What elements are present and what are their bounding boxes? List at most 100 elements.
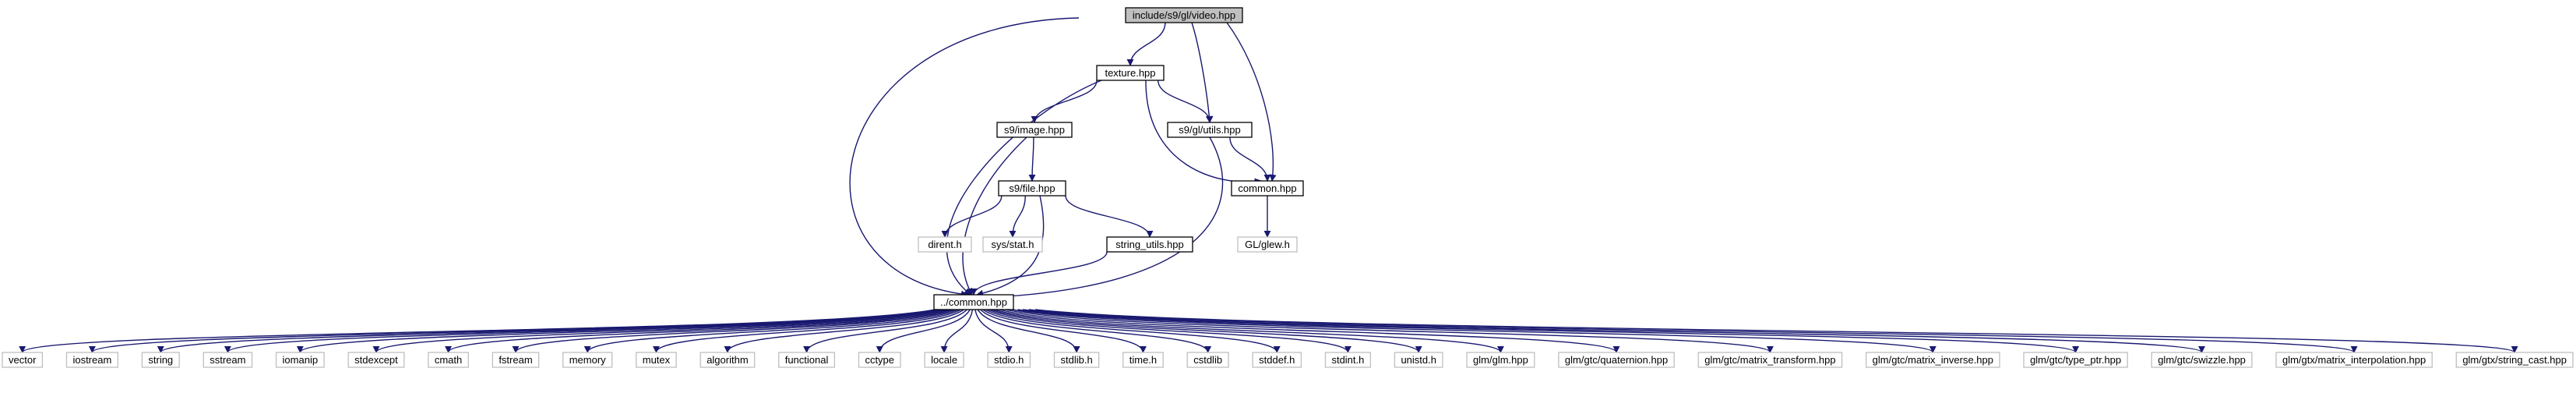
node-box <box>996 122 1073 138</box>
node-box <box>347 352 405 368</box>
edge-pcommon-to-swizzle <box>1022 309 2205 353</box>
node-video[interactable]: include/s9/gl/video.hpp <box>1125 7 1243 23</box>
node-s9image[interactable]: s9/image.hpp <box>996 122 1073 138</box>
node-memory: memory <box>562 352 613 368</box>
node-strcast: glm/gtx/string_cast.hpp <box>2455 352 2574 368</box>
node-label: glm/gtc/quaternion.hpp <box>1565 354 1668 366</box>
node-box <box>2 352 44 368</box>
nodes-layer: include/s9/gl/video.hpp texture.hpp s9/ima… <box>2 7 2574 368</box>
node-stdexcept: stdexcept <box>347 352 405 368</box>
node-label: common.hpp <box>1238 182 1296 194</box>
edge-pcommon-to-iomanip <box>297 309 947 353</box>
edge-s9image-to-s9file <box>1028 136 1036 182</box>
node-stringutils[interactable]: string_utils.hpp <box>1106 236 1193 253</box>
node-label: ../common.hpp <box>940 296 1007 308</box>
node-cmath: cmath <box>428 352 469 368</box>
node-minv: glm/gtc/matrix_inverse.hpp <box>1866 352 2000 368</box>
node-box <box>428 352 469 368</box>
edge-pcommon-to-tptr <box>1017 309 2079 353</box>
node-box <box>700 352 756 368</box>
edge-pcommon-to-stdlibh <box>977 309 1080 353</box>
node-box <box>1096 65 1165 81</box>
edge-s9file-to-pcommon <box>976 195 1045 297</box>
node-box <box>1466 352 1535 368</box>
node-label: unistd.h <box>1401 354 1436 366</box>
node-box <box>1167 122 1253 138</box>
edge-pcommon-to-timeh <box>980 309 1147 353</box>
node-label: glm/gtx/string_cast.hpp <box>2462 354 2567 366</box>
node-box <box>1324 352 1372 368</box>
node-box <box>1394 352 1443 368</box>
node-label: include/s9/gl/video.hpp <box>1133 9 1235 21</box>
node-label: glm/gtc/matrix_inverse.hpp <box>1873 354 1993 366</box>
node-label: algorithm <box>707 354 748 366</box>
edge-s9file-to-sysstat <box>1009 195 1026 238</box>
node-label: s9/gl/utils.hpp <box>1179 124 1241 136</box>
node-label: string <box>148 354 173 366</box>
node-box <box>562 352 613 368</box>
edges-layer <box>19 17 2518 353</box>
node-box <box>2023 352 2128 368</box>
node-utils[interactable]: s9/gl/utils.hpp <box>1167 122 1253 138</box>
edge-pcommon-to-fstream <box>512 309 956 353</box>
node-label: cctype <box>865 354 894 366</box>
node-box <box>778 352 836 368</box>
edge-pcommon-to-string <box>157 309 942 353</box>
edge-pcommon-to-strcast <box>1035 309 2518 353</box>
node-label: cstdlib <box>1193 354 1222 366</box>
node-box <box>933 294 1014 310</box>
node-algorithm: algorithm <box>700 352 756 368</box>
node-unistdh: unistd.h <box>1394 352 1443 368</box>
edge-pcommon-to-stddefh <box>985 309 1281 353</box>
node-label: functional <box>785 354 829 366</box>
edge-s9file-to-stringutils <box>1065 195 1154 238</box>
node-common[interactable]: common.hpp <box>1231 180 1304 196</box>
node-label: cmath <box>435 354 462 366</box>
node-box <box>2275 352 2433 368</box>
node-label: mutex <box>643 354 671 366</box>
node-pcommon[interactable]: ../common.hpp <box>933 294 1014 310</box>
node-iomanip: iomanip <box>275 352 325 368</box>
edge-pcommon-to-stdinth <box>988 309 1351 353</box>
node-box <box>1866 352 2000 368</box>
node-label: s9/image.hpp <box>1004 124 1065 136</box>
edge-s9image-to-pcommon <box>962 136 1027 296</box>
node-box <box>2455 352 2574 368</box>
edge-pcommon-to-minterp <box>1028 309 2358 353</box>
node-mutex: mutex <box>636 352 677 368</box>
node-vector: vector <box>2 352 44 368</box>
edge-pcommon-to-cmath <box>445 309 953 353</box>
edge-pcommon-to-algorithm <box>724 309 964 353</box>
edge-pcommon-to-vector <box>19 309 936 353</box>
node-texture[interactable]: texture.hpp <box>1096 65 1165 81</box>
node-box <box>492 352 540 368</box>
edge-pcommon-to-cstdlib <box>982 309 1212 353</box>
node-stdlibh: stdlib.h <box>1053 352 1100 368</box>
node-cstdlib: cstdlib <box>1186 352 1229 368</box>
edge-pcommon-to-glm <box>994 309 1504 353</box>
node-label: glm/gtc/swizzle.hpp <box>2158 354 2246 366</box>
node-label: sstream <box>210 354 245 366</box>
edge-pcommon-to-functional <box>803 309 967 353</box>
node-box <box>275 352 325 368</box>
node-sysstat: sys/stat.h <box>982 236 1043 253</box>
node-iostream: iostream <box>65 352 118 368</box>
node-box <box>1053 352 1100 368</box>
node-box <box>1106 236 1193 253</box>
node-label: vector <box>9 354 37 366</box>
node-s9file[interactable]: s9/file.hpp <box>998 180 1066 196</box>
node-cctype: cctype <box>858 352 901 368</box>
edge-pcommon-to-unistdh <box>991 309 1422 353</box>
node-label: stdexcept <box>354 354 398 366</box>
edge-utils-to-pcommon <box>979 136 1224 302</box>
edge-pcommon-to-stdexcept <box>372 309 950 353</box>
node-label: string_utils.hpp <box>1115 239 1183 250</box>
node-box <box>918 236 972 253</box>
edge-video-to-common <box>1226 22 1277 182</box>
edge-pcommon-to-mxform <box>1005 309 1774 353</box>
edge-video-to-texture <box>1126 22 1166 66</box>
node-box <box>1252 352 1302 368</box>
node-label: s9/file.hpp <box>1009 182 1055 194</box>
node-label: stdio.h <box>994 354 1024 366</box>
